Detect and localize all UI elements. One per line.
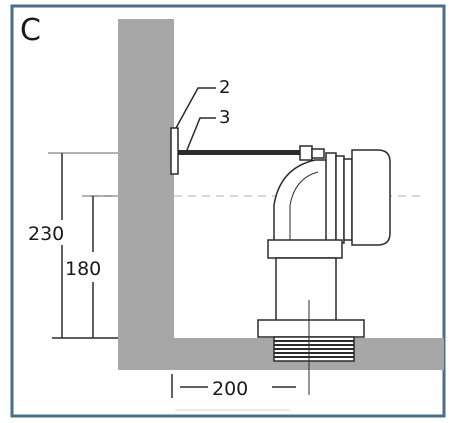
rod-nut [299, 145, 313, 161]
drain-ribs [273, 336, 355, 362]
wall-plate [170, 127, 179, 175]
panel-label: C [20, 13, 41, 48]
dim-label-200: 200 [212, 378, 248, 400]
callout-leader-3 [186, 117, 216, 151]
callout-3-label: 3 [219, 107, 230, 128]
dim-label-230: 230 [28, 223, 64, 245]
pipe-vertical [275, 257, 337, 325]
callout-2-label: 2 [219, 77, 230, 98]
pipe-collar [267, 239, 343, 259]
outlet-connector [351, 149, 391, 246]
floor-flange [257, 319, 365, 338]
callout-leader-2 [175, 87, 216, 129]
support-rod [178, 150, 302, 155]
outlet-pipe [257, 145, 391, 338]
wall [118, 19, 174, 370]
dim-label-180: 180 [65, 258, 101, 280]
